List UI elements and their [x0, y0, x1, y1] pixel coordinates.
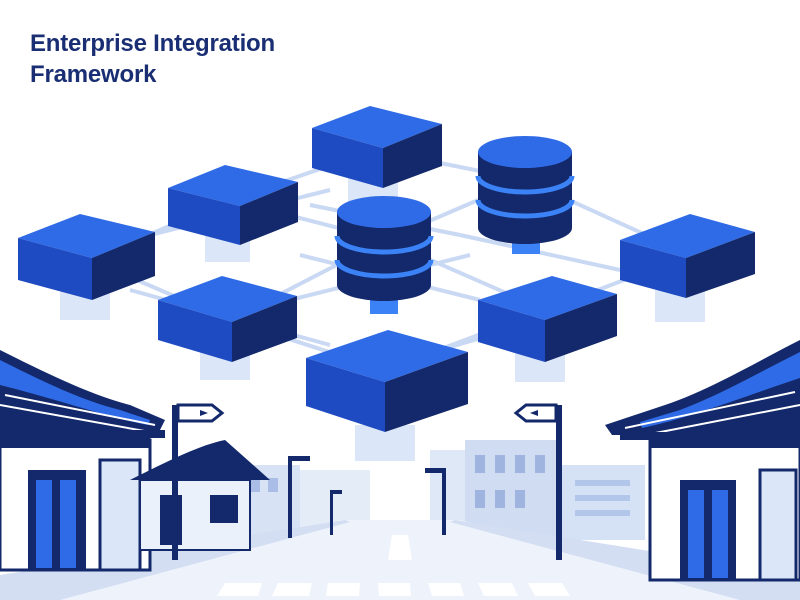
server-block-icon: [18, 214, 155, 320]
midground-building: [560, 465, 645, 540]
street-lamp-icon: [288, 458, 292, 538]
server-block-icon: [168, 165, 298, 262]
server-block-icon: [620, 214, 755, 322]
server-block-icon: [158, 276, 297, 380]
street-lamp-icon: [442, 470, 446, 535]
signpost: [556, 405, 562, 560]
crosswalk: [217, 583, 570, 596]
server-block-icon: [306, 330, 468, 461]
traditional-building-right: [425, 340, 800, 582]
roof: [0, 350, 165, 430]
title-line-2: Framework: [30, 61, 157, 88]
roof: [605, 340, 800, 435]
server-block-icon: [478, 276, 617, 382]
title-line-1: Enterprise Integration: [30, 30, 275, 57]
traditional-building-left: [0, 350, 342, 572]
database-icon: [475, 136, 575, 254]
server-block-icon: [312, 106, 442, 202]
signpost: [172, 405, 178, 560]
database-icon: [334, 196, 434, 314]
page-title: Enterprise Integration Framework: [30, 28, 275, 90]
